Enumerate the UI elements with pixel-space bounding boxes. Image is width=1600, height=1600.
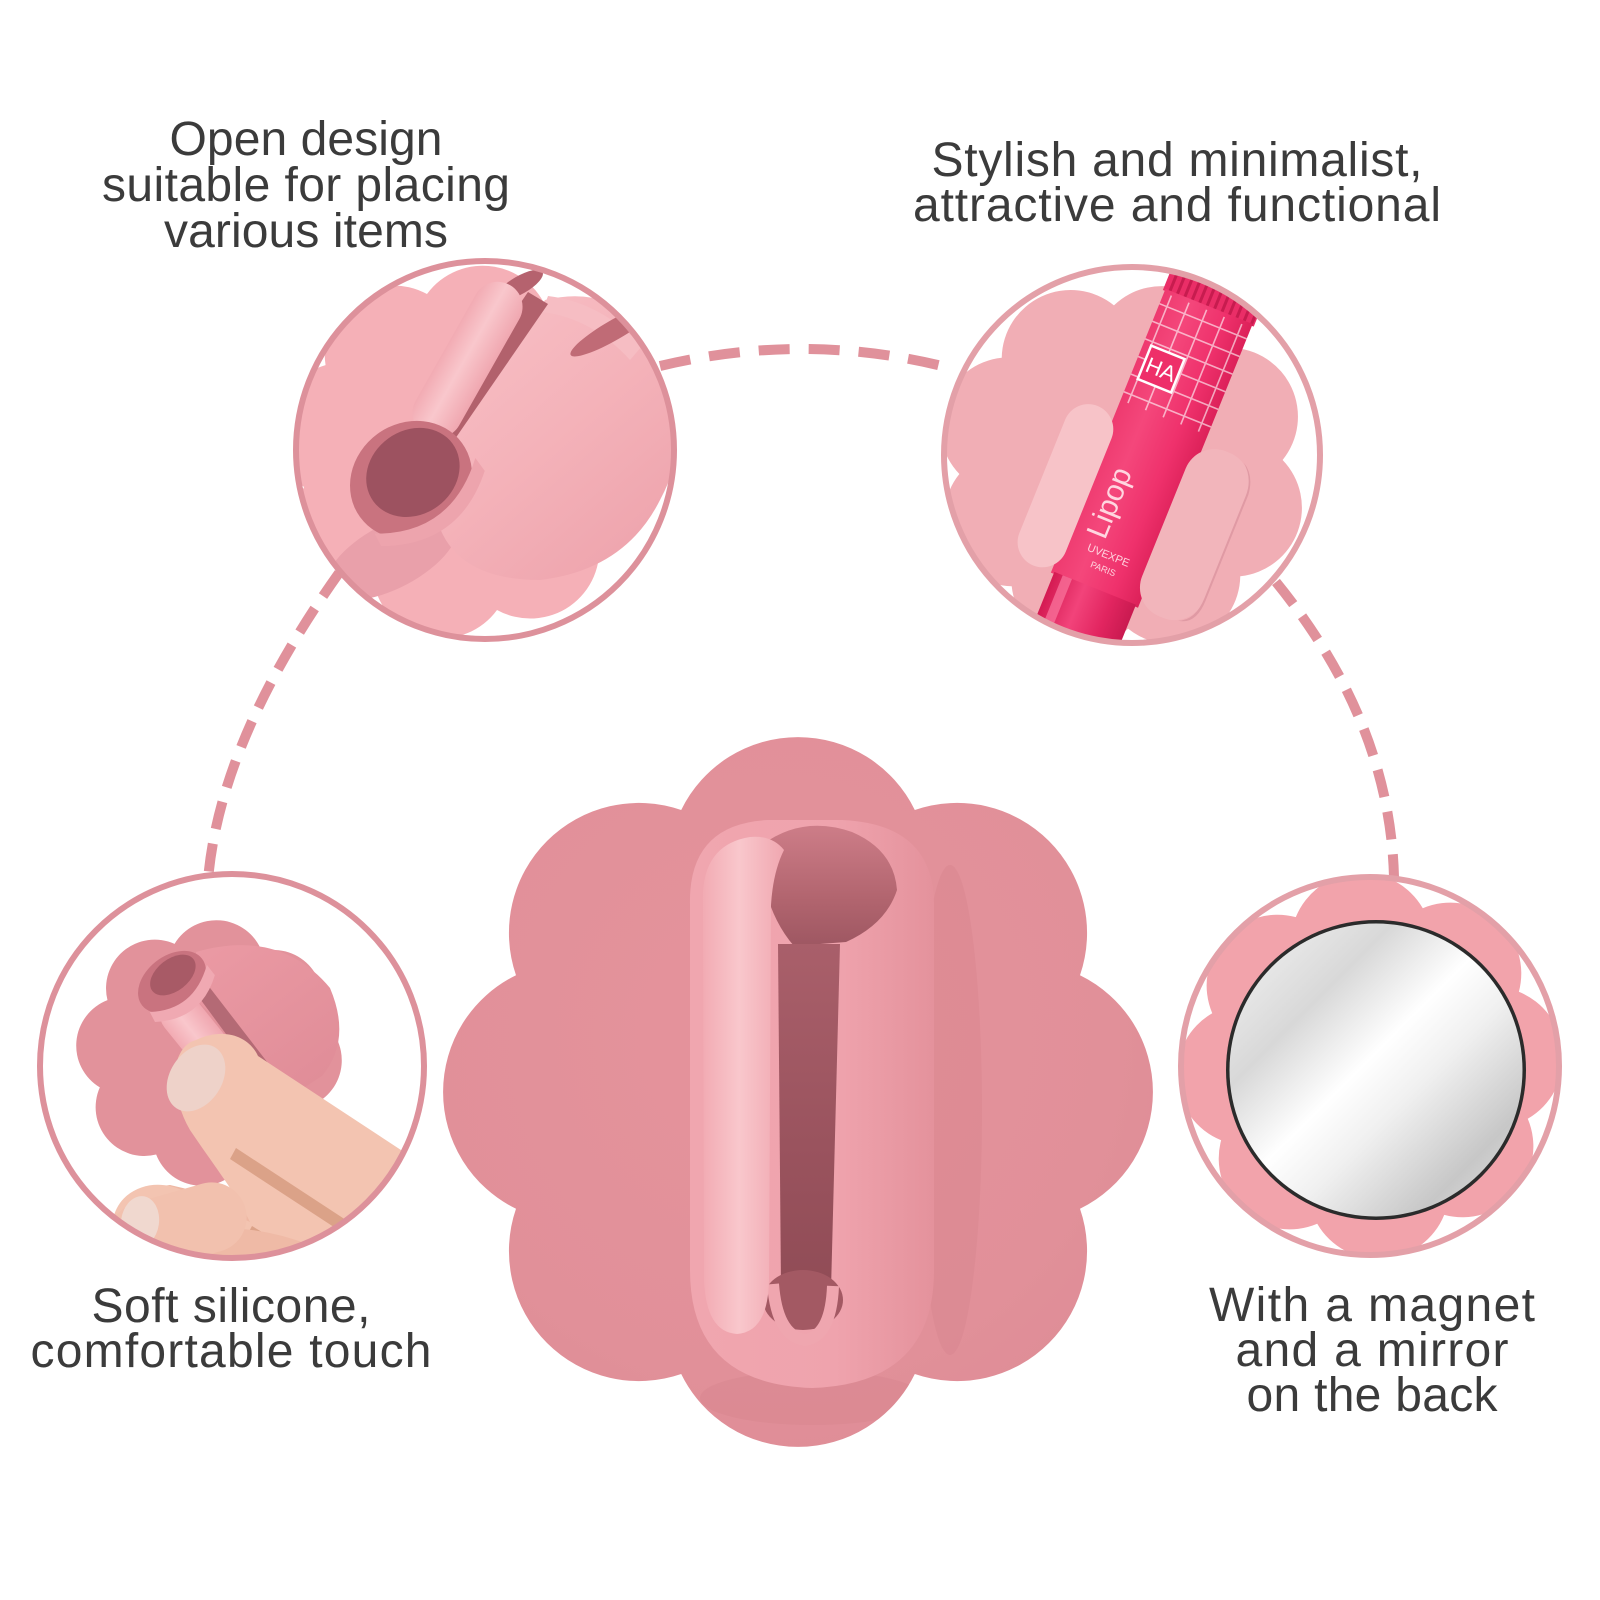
svg-text:various items: various items [164,205,448,258]
svg-text:on the back: on the back [1247,1369,1499,1422]
svg-text:Stylish and minimalist,: Stylish and minimalist, [932,134,1423,187]
svg-text:Open design: Open design [170,113,443,166]
svg-text:attractive and functional: attractive and functional [913,179,1441,232]
svg-text:Soft silicone,: Soft silicone, [92,1280,371,1333]
svg-text:With a magnet: With a magnet [1209,1279,1535,1332]
svg-text:comfortable touch: comfortable touch [31,1325,432,1378]
svg-text:and a mirror: and a mirror [1236,1324,1509,1377]
svg-text:suitable for placing: suitable for placing [102,159,510,212]
